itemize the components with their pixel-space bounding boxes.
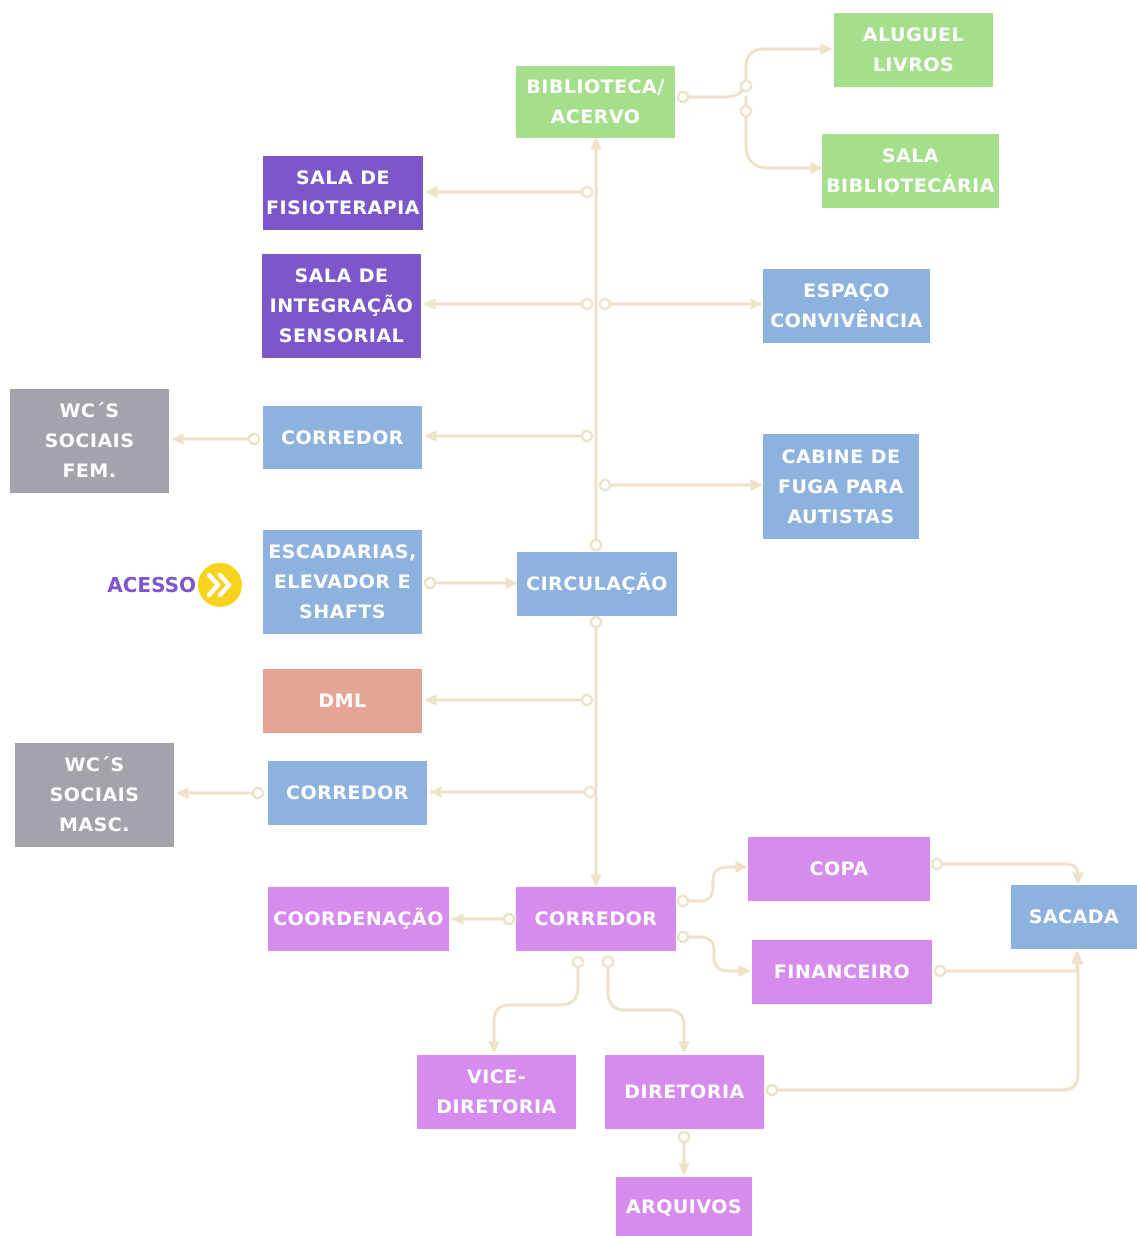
junction-dot xyxy=(677,1130,691,1144)
connector-copa xyxy=(681,861,748,903)
node-arquivos: ARQUIVOS xyxy=(616,1177,752,1236)
connector-vice-diretoria xyxy=(488,960,580,1054)
junction-dot xyxy=(676,90,690,104)
node-wc-masc: WC´S SOCIAIS MASC. xyxy=(15,743,174,847)
junction-dot xyxy=(933,964,947,978)
junction-dot xyxy=(601,955,615,969)
node-financeiro: FINANCEIRO xyxy=(752,940,932,1004)
junction-dot xyxy=(739,79,753,93)
junction-dot xyxy=(580,429,594,443)
node-cabine-fuga: CABINE DE FUGA PARA AUTISTAS xyxy=(763,434,919,539)
junction-dot xyxy=(930,857,944,871)
node-escadarias: ESCADARIAS, ELEVADOR E SHAFTS xyxy=(263,530,422,634)
node-sala-fisioterapia: SALA DE FISIOTERAPIA xyxy=(263,156,423,230)
junction-dot xyxy=(676,894,690,908)
node-sala-integracao-sensorial: SALA DE INTEGRAÇÃO SENSORIAL xyxy=(262,254,421,358)
connector-diretoria xyxy=(606,960,690,1054)
junction-dot xyxy=(580,185,594,199)
junction-dot xyxy=(598,297,612,311)
junction-dot xyxy=(676,930,690,944)
junction-dot xyxy=(502,912,516,926)
connector-diretoria-sacada xyxy=(770,952,1084,1092)
node-sacada: SACADA xyxy=(1011,885,1137,949)
node-sala-bibliotecaria: SALA BIBLIOTECÁRIA xyxy=(822,134,999,208)
junction-dot xyxy=(598,478,612,492)
node-circulacao: CIRCULAÇÃO xyxy=(517,552,677,616)
junction-dot xyxy=(580,297,594,311)
junction-dot xyxy=(571,955,585,969)
node-espaco-convivencia: ESPAÇO CONVIVÊNCIA xyxy=(763,269,930,343)
node-diretoria: DIRETORIA xyxy=(605,1055,764,1129)
connector-financeiro-sacada xyxy=(938,950,1083,973)
junction-dot xyxy=(423,576,437,590)
connector-aluguel xyxy=(681,43,833,99)
node-aluguel-livros: ALUGUEL LIVROS xyxy=(834,13,993,87)
double-chevron-right-icon xyxy=(198,563,242,607)
connector-financeiro xyxy=(681,935,751,977)
node-coordenacao: COORDENAÇÃO xyxy=(268,887,449,951)
node-corredor-masc: CORREDOR xyxy=(268,761,427,825)
connector-sala-bibliotecaria xyxy=(744,95,823,174)
junction-dot xyxy=(739,104,753,118)
junction-dot xyxy=(765,1083,779,1097)
node-biblioteca-acervo: BIBLIOTECA/ ACERVO xyxy=(516,66,675,138)
node-corredor-admin: CORREDOR xyxy=(516,887,676,951)
junction-dot xyxy=(247,432,261,446)
node-dml: DML xyxy=(263,669,422,733)
junction-dot xyxy=(589,538,603,552)
junction-dot xyxy=(580,693,594,707)
node-copa: COPA xyxy=(748,837,930,901)
access-label: ACESSO xyxy=(107,573,196,597)
node-corredor-fem: CORREDOR xyxy=(263,406,422,469)
junction-dot xyxy=(251,786,265,800)
connector-copa-sacada xyxy=(935,862,1084,885)
node-wc-fem: WC´S SOCIAIS FEM. xyxy=(10,389,169,493)
node-vice-diretoria: VICE- DIRETORIA xyxy=(417,1055,576,1129)
junction-dot xyxy=(589,615,603,629)
junction-dot xyxy=(583,785,597,799)
